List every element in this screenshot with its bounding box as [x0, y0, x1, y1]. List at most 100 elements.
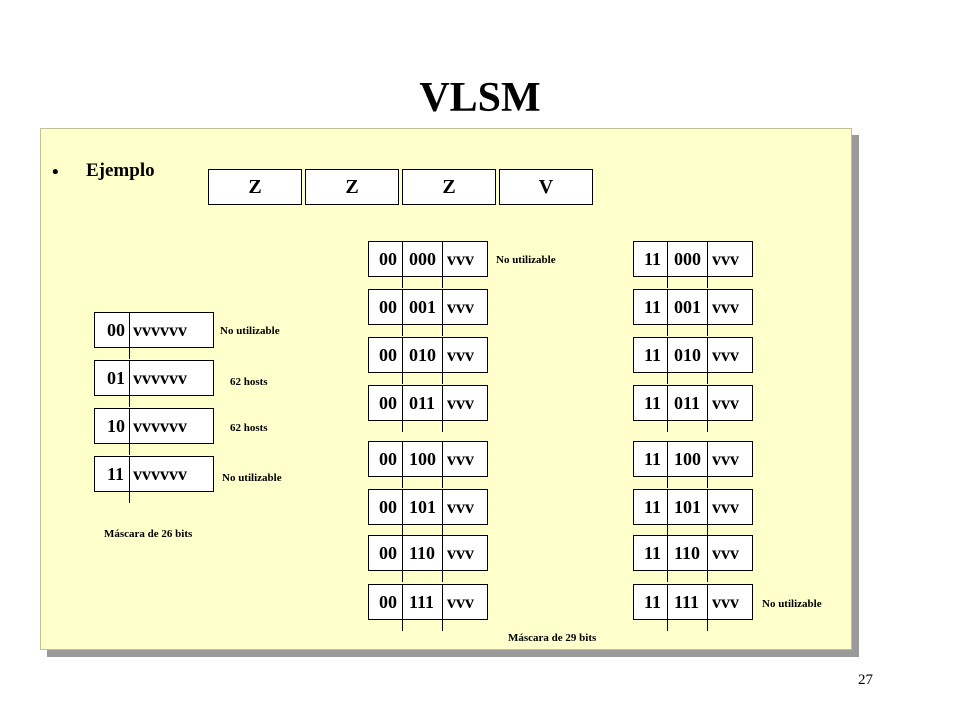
bullet-marker: •	[52, 162, 59, 183]
subnet-box-29: 11 111 vvv	[633, 584, 753, 631]
bit-divider	[402, 290, 403, 336]
subnet-box-29: 11 010 vvv	[633, 337, 753, 384]
bit-divider	[402, 242, 403, 288]
prefix-bits: 00	[379, 249, 397, 269]
prefix-bits: 11	[644, 393, 662, 413]
host-bits: vvvvvv	[133, 464, 187, 484]
prefix-bits: 11	[644, 249, 662, 269]
host-bits: vvv	[447, 449, 474, 469]
prefix-bits: 00	[379, 592, 397, 612]
prefix-bits: 00	[379, 297, 397, 317]
subnet-box-26: 10 vvvvvv	[94, 408, 214, 455]
header-cell: Z	[208, 169, 302, 205]
bit-divider	[707, 338, 708, 384]
bit-divider	[402, 490, 403, 536]
bit-divider	[707, 242, 708, 288]
bit-divider	[707, 386, 708, 432]
bit-divider	[442, 338, 443, 384]
mask-label-26: Máscara de 26 bits	[104, 528, 193, 540]
prefix-bits: 11	[644, 497, 662, 517]
prefix-bits: 00	[379, 449, 397, 469]
subnet-bits: 110	[409, 543, 436, 563]
bit-divider	[442, 242, 443, 288]
subnet-bits: 00	[107, 320, 125, 340]
host-bits: vvv	[447, 592, 474, 612]
host-bits: vvv	[712, 543, 739, 563]
bit-divider	[402, 386, 403, 432]
subnet-bits: 10	[107, 416, 125, 436]
subnet-box-29: 00 011 vvv	[368, 385, 488, 432]
host-bits: vvvvvv	[133, 320, 187, 340]
prefix-bits: 11	[644, 297, 662, 317]
bit-divider	[442, 386, 443, 432]
bit-divider	[442, 442, 443, 488]
page-number: 27	[858, 672, 873, 688]
subnet-box-26: 11 vvvvvv	[94, 456, 214, 503]
prefix-bits: 00	[379, 345, 397, 365]
bit-divider	[402, 536, 403, 582]
subnet-note: No utilizable	[222, 472, 282, 484]
subnet-box-29: 11 001 vvv	[633, 289, 753, 336]
prefix-bits: 11	[644, 345, 662, 365]
subnet-bits: 010	[674, 345, 701, 365]
subnet-bits: 001	[409, 297, 436, 317]
bit-divider	[707, 490, 708, 536]
subnet-box-29: 00 110 vvv	[368, 535, 488, 582]
bit-divider	[667, 442, 668, 488]
host-bits: vvvvvv	[133, 416, 187, 436]
prefix-bits: 00	[379, 543, 397, 563]
mask-label-29: Máscara de 29 bits	[508, 632, 597, 644]
bit-divider	[129, 313, 130, 359]
host-bits: vvv	[712, 249, 739, 269]
subnet-box-29: 00 000 vvv	[368, 241, 488, 288]
prefix-bits: 00	[379, 393, 397, 413]
subnet-bits: 101	[409, 497, 436, 517]
prefix-bits: 11	[644, 449, 662, 469]
bit-divider	[442, 290, 443, 336]
subnet-bits: 001	[674, 297, 701, 317]
subnet-box-29: 11 101 vvv	[633, 489, 753, 536]
subnet-note: 62 hosts	[230, 422, 268, 434]
bit-divider	[707, 442, 708, 488]
host-bits: vvv	[712, 297, 739, 317]
subnet-note: No utilizable	[496, 254, 556, 266]
subnet-note: 62 hosts	[230, 376, 268, 388]
header-cell: Z	[402, 169, 496, 205]
bit-divider	[402, 338, 403, 384]
subnet-bits: 010	[409, 345, 436, 365]
bit-divider	[442, 536, 443, 582]
subnet-bits: 11	[107, 464, 125, 484]
subnet-box-26: 00 vvvvvv	[94, 312, 214, 359]
bit-divider	[667, 585, 668, 631]
subnet-note: No utilizable	[762, 598, 822, 610]
bit-divider	[667, 536, 668, 582]
bit-divider	[667, 386, 668, 432]
subnet-bits: 111	[674, 592, 700, 612]
bit-divider	[442, 490, 443, 536]
bit-divider	[667, 290, 668, 336]
subnet-box-29: 00 010 vvv	[368, 337, 488, 384]
prefix-bits: 11	[644, 543, 662, 563]
host-bits: vvv	[712, 592, 739, 612]
subnet-note: No utilizable	[220, 325, 280, 337]
bit-divider	[707, 290, 708, 336]
bullet-label: Ejemplo	[86, 160, 155, 181]
address-header-row: Z Z Z V	[208, 169, 596, 205]
subnet-box-29: 11 100 vvv	[633, 441, 753, 488]
host-bits: vvv	[712, 497, 739, 517]
bit-divider	[129, 457, 130, 503]
host-bits: vvv	[447, 249, 474, 269]
subnet-bits: 000	[674, 249, 701, 269]
bit-divider	[402, 585, 403, 631]
subnet-bits: 110	[674, 543, 701, 563]
host-bits: vvv	[447, 297, 474, 317]
subnet-box-29: 11 110 vvv	[633, 535, 753, 582]
prefix-bits: 00	[379, 497, 397, 517]
subnet-bits: 01	[107, 368, 125, 388]
bit-divider	[129, 409, 130, 455]
host-bits: vvvvvv	[133, 368, 187, 388]
host-bits: vvv	[447, 543, 474, 563]
slide-title: VLSM	[419, 75, 541, 121]
subnet-bits: 000	[409, 249, 436, 269]
bit-divider	[707, 585, 708, 631]
